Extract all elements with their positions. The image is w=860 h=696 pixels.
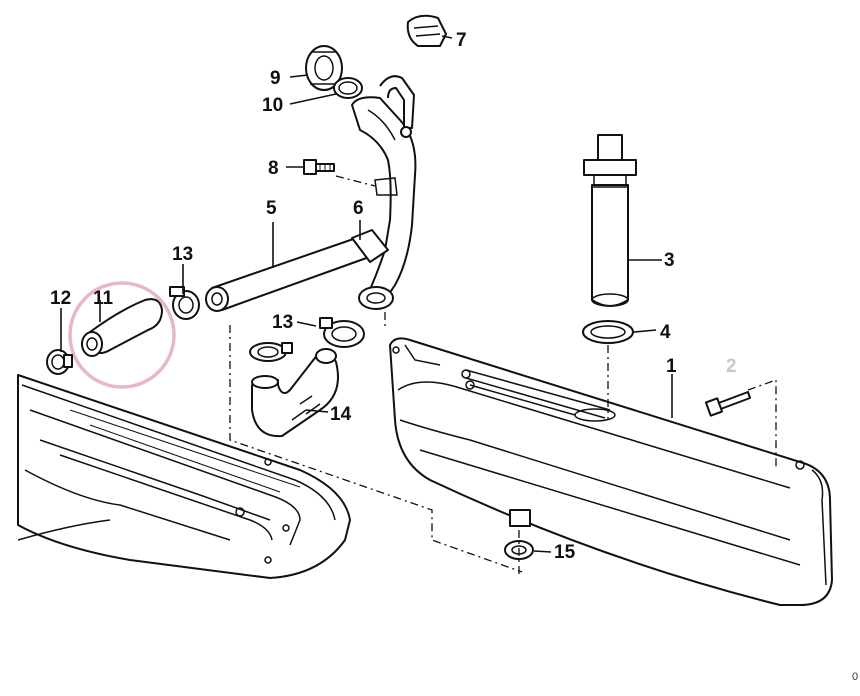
seal-part-10 bbox=[333, 77, 363, 99]
filler-neck-part-6 bbox=[351, 75, 417, 310]
flap-part-7 bbox=[406, 14, 447, 47]
callout-12: 12 bbox=[50, 288, 71, 309]
bolt-part-2 bbox=[704, 391, 751, 417]
callout-10: 10 bbox=[262, 95, 283, 116]
callout-5: 5 bbox=[266, 198, 277, 219]
elbow-hose-part-14 bbox=[251, 348, 339, 438]
clamp-part-12 bbox=[46, 349, 73, 375]
callout-9: 9 bbox=[270, 68, 281, 89]
assembly-lines bbox=[229, 175, 777, 575]
callout-11: 11 bbox=[93, 288, 114, 309]
clamp-part-13-upper bbox=[169, 286, 200, 320]
callout-14: 14 bbox=[330, 404, 352, 425]
callout-3: 3 bbox=[664, 250, 675, 271]
callout-8: 8 bbox=[268, 158, 279, 179]
cap-part-9 bbox=[305, 45, 343, 91]
corner-mark: 0 bbox=[852, 671, 858, 683]
clamp-part-13-lower bbox=[319, 317, 365, 348]
callout-6: 6 bbox=[353, 198, 364, 219]
fuel-tank-part-1 bbox=[389, 337, 833, 606]
callout-1: 1 bbox=[666, 356, 677, 377]
callout-7: 7 bbox=[456, 30, 467, 51]
hose-part-11 bbox=[81, 298, 163, 357]
clamp-part-13-hose bbox=[249, 342, 293, 362]
left-tank bbox=[17, 374, 351, 579]
leader-lines bbox=[60, 35, 673, 553]
callout-15: 15 bbox=[554, 542, 576, 563]
callout-2: 2 bbox=[726, 356, 737, 377]
highlight-circle bbox=[68, 281, 176, 389]
sending-unit-part-3 bbox=[583, 134, 637, 307]
callout-13-upper: 13 bbox=[172, 244, 193, 265]
gasket-part-4 bbox=[582, 320, 634, 344]
callout-4: 4 bbox=[660, 322, 671, 343]
callout-13-lower: 13 bbox=[272, 312, 293, 333]
bolt-part-8 bbox=[303, 159, 335, 175]
filler-pipe-part-5 bbox=[205, 229, 389, 312]
callout-labels: 7 9 10 8 5 6 13 12 11 13 14 3 4 1 2 15 bbox=[50, 30, 737, 563]
